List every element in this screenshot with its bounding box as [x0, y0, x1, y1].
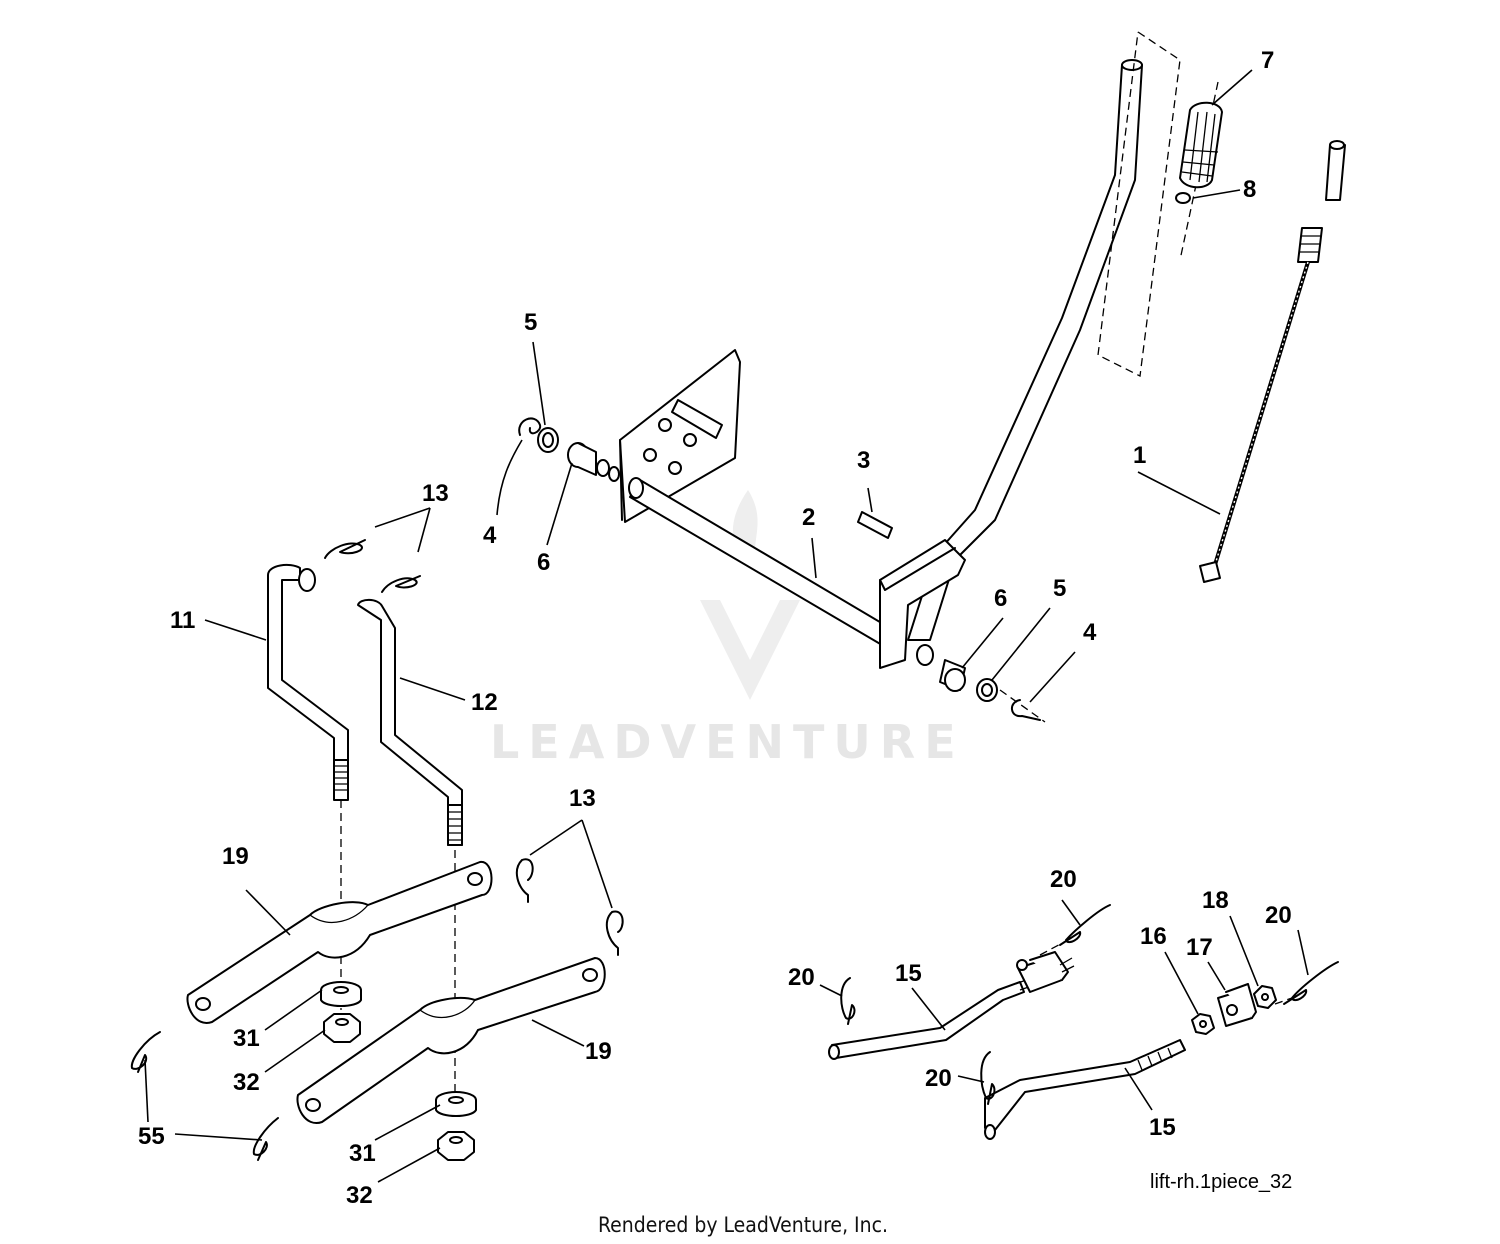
hairpin-clip-left-shaft — [518, 417, 542, 436]
nut-32-upper — [323, 1013, 361, 1043]
callout-20-lower: 20 — [925, 1065, 952, 1092]
cross-shaft — [628, 477, 891, 646]
lift-rod-15-lower — [984, 1039, 1186, 1140]
callout-19-upper: 19 — [222, 843, 249, 870]
bushing-left-shaft — [567, 442, 620, 482]
washer-left-shaft — [537, 427, 559, 453]
callout-labels: 1 2 3 4 4 5 5 6 6 7 8 11 12 13 13 15 15 … — [138, 47, 1292, 1209]
hairpin-clip-20-b — [1039, 904, 1111, 956]
callout-3: 3 — [857, 447, 870, 474]
hairpin-clip-upper-b — [381, 575, 421, 593]
hairpin-clip-20-c — [1274, 961, 1339, 1005]
lift-link-12 — [357, 598, 463, 846]
callout-32-upper: 32 — [233, 1069, 260, 1096]
callout-32-lower: 32 — [346, 1182, 373, 1209]
lift-arm-upper — [186, 861, 493, 1024]
washer-right-shaft — [976, 678, 998, 702]
nut-18 — [1253, 985, 1277, 1009]
hairpin-clip-55-a — [130, 1031, 161, 1073]
hairpin-clip-arm-a — [515, 858, 534, 903]
callout-11: 11 — [170, 607, 195, 634]
hairpin-clip-right-shaft — [999, 689, 1046, 723]
callout-6-right: 6 — [994, 585, 1007, 612]
callout-4-right: 4 — [1083, 619, 1097, 646]
callout-19-lower: 19 — [585, 1038, 612, 1065]
callout-7: 7 — [1261, 47, 1274, 74]
adjuster-block-17 — [1217, 983, 1257, 1027]
grip-plug — [1175, 192, 1191, 204]
bushing-31-lower — [435, 1091, 477, 1117]
callout-5-left: 5 — [524, 309, 537, 336]
lift-link-11 — [267, 563, 349, 801]
watermark-text: LEADVENTURE — [490, 715, 965, 769]
footer-credit: Rendered by LeadVenture, Inc. — [598, 1213, 888, 1237]
lift-cable — [1199, 140, 1346, 583]
callout-4-left: 4 — [483, 522, 497, 549]
callout-5-right: 5 — [1053, 575, 1066, 602]
lift-arm-lower — [296, 957, 606, 1125]
callout-18: 18 — [1202, 887, 1229, 914]
callout-20-left: 20 — [788, 964, 815, 991]
callout-15-upper: 15 — [895, 960, 922, 987]
bushing-31-upper — [320, 981, 362, 1007]
adjuster-block-upper — [1016, 951, 1075, 993]
pivot-bracket-plate — [619, 349, 741, 523]
callout-6-left: 6 — [537, 549, 550, 576]
callout-16: 16 — [1140, 923, 1167, 950]
roll-pin — [857, 511, 893, 539]
handle-mount-bracket — [879, 539, 966, 669]
callout-20-upper: 20 — [1050, 866, 1077, 893]
callout-31-upper: 31 — [233, 1025, 260, 1052]
callout-31-lower: 31 — [349, 1140, 376, 1167]
jam-nut-16 — [1191, 1013, 1215, 1035]
callout-8: 8 — [1243, 176, 1256, 203]
callout-15-lower: 15 — [1149, 1114, 1176, 1141]
leader-lines — [144, 69, 1309, 1183]
callout-1: 1 — [1133, 442, 1146, 469]
hairpin-clip-upper-a — [324, 539, 366, 559]
hairpin-clip-55-b — [252, 1117, 279, 1161]
callout-13-arms: 13 — [569, 785, 596, 812]
bushing-right-shaft — [916, 644, 966, 692]
callout-12: 12 — [471, 689, 498, 716]
callout-20-right: 20 — [1265, 902, 1292, 929]
callout-55: 55 — [138, 1123, 165, 1150]
hairpin-clip-20-a — [840, 977, 856, 1025]
callout-17: 17 — [1186, 934, 1213, 961]
callout-13-upper: 13 — [422, 480, 449, 507]
callout-2: 2 — [802, 504, 815, 531]
nut-32-lower — [437, 1131, 475, 1161]
watermark: LEADVENTURE — [490, 490, 965, 769]
hairpin-clip-20-d — [980, 1051, 996, 1105]
diagram-reference-code: lift-rh.1piece_32 — [1150, 1171, 1292, 1193]
hairpin-clip-arm-b — [605, 910, 624, 956]
hand-grip — [1179, 101, 1223, 189]
lift-rod-15-upper — [828, 974, 1044, 1060]
